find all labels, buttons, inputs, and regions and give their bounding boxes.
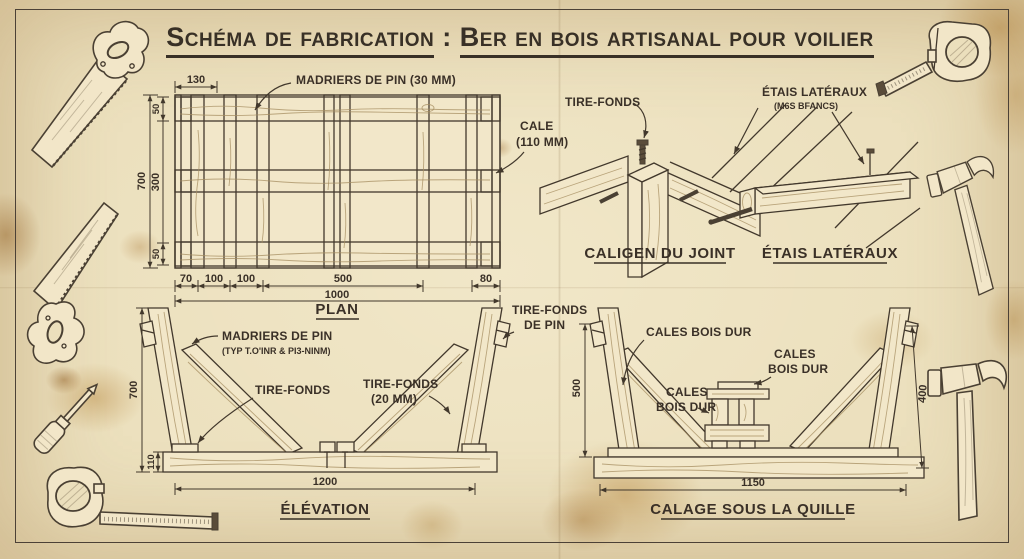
joint-caption: CALIGEN DU JOINT — [584, 245, 735, 262]
elevation-tirefonds-right-size: (20 MM) — [371, 392, 417, 406]
plan-dim-100a: 100 — [205, 273, 223, 285]
plan-dim-70: 70 — [180, 273, 192, 285]
plan-dim-50-top: 50 — [151, 104, 162, 115]
plan-dim-100b: 100 — [237, 273, 255, 285]
joint-details-drawing: TIRE-FONDS CALIGEN DU JOINT ÉTAIS LATÉRA… — [539, 84, 921, 279]
elevation-tirefonds-right-label: TIRE-FONDS — [363, 377, 438, 391]
joint-tirefonds-label: TIRE-FONDS — [565, 95, 640, 109]
calage-cales-label-2: CALES — [774, 347, 816, 361]
plan-dim-130: 130 — [187, 74, 205, 86]
keel-block-stack — [704, 381, 770, 449]
calage-dim-400: 400 — [916, 384, 929, 403]
elevation-madriers-sub: (TYP T.O'INR & PI3-NINM) — [222, 346, 330, 356]
page-title-part2: Ber en bois artisanal pour voilier — [459, 22, 874, 58]
etais-caption: ÉTAIS LATÉRAUX — [762, 245, 898, 262]
page-title-part1: Schéma de fabrication — [166, 22, 435, 58]
plan-dim-80: 80 — [480, 273, 492, 285]
page-title: Schéma de fabrication:Ber en bois artisa… — [150, 22, 890, 58]
plan-dim-300: 300 — [150, 173, 162, 191]
calage-dim-1150: 1150 — [741, 477, 765, 489]
plan-drawing: 130 700 50 300 50 70 100 100 500 80 1000… — [136, 73, 568, 320]
plan-dim-500: 500 — [334, 273, 352, 285]
calage-drawing: 500 400 1150 CALES BOIS DUR CALES BOIS D… — [571, 307, 930, 520]
plan-madriers-label: MADRIERS DE PIN (30 MM) — [296, 73, 456, 87]
plan-frame — [174, 94, 501, 269]
elevation-drawing: 700 110 1200 MADRIERS DE PIN (TYP T.O'IN… — [128, 303, 587, 520]
etais-label: ÉTAIS LATÉRAUX — [762, 84, 867, 99]
calage-cales-label-3: CALES — [666, 385, 708, 399]
calage-cales-label-2-sub: BOIS DUR — [768, 362, 828, 376]
calage-cales-label-1: CALES BOIS DUR — [646, 325, 752, 339]
calage-structure — [589, 307, 925, 479]
lag-screw — [636, 139, 649, 165]
elevation-madriers-label: MADRIERS DE PIN — [222, 329, 332, 343]
elevation-tirefonds-left-label: TIRE-FONDS — [255, 383, 330, 397]
elevation-caption: ÉLÉVATION — [280, 501, 369, 518]
screwdriver-icon — [33, 383, 99, 454]
plan-dim-50-bottom: 50 — [151, 249, 162, 260]
elevation-dim-700: 700 — [128, 381, 140, 399]
calage-caption: CALAGE SOUS LA QUILLE — [650, 501, 855, 518]
page-title-separator: : — [442, 22, 452, 52]
etais-label-sub: (M6S BFANCS) — [774, 101, 838, 111]
plan-dim-700: 700 — [136, 172, 148, 190]
claw-hammer-icon — [924, 153, 1019, 302]
calage-dim-500: 500 — [571, 379, 583, 397]
elevation-dim-110: 110 — [146, 454, 157, 469]
elevation-dim-1200: 1200 — [313, 476, 337, 488]
hand-saw-icon — [26, 201, 120, 364]
